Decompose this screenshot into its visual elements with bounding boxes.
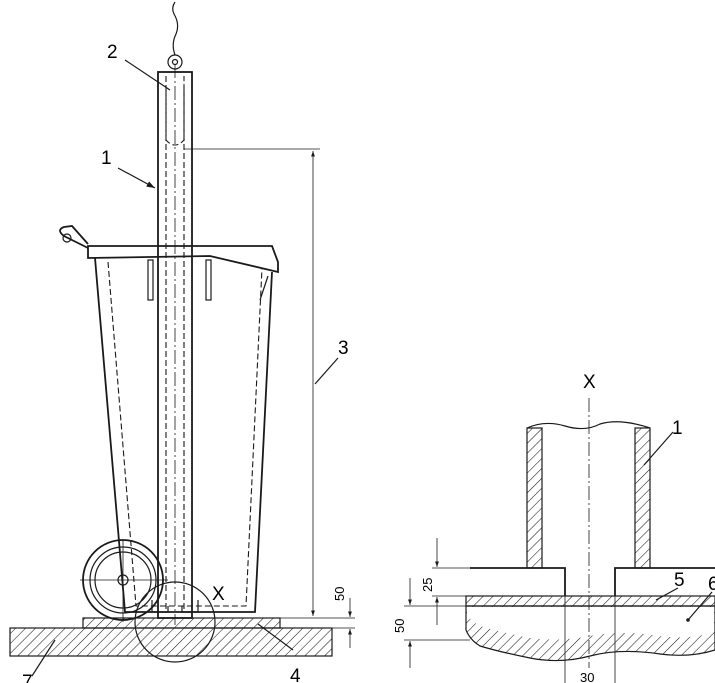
rear-hook bbox=[259, 275, 269, 301]
leader-6 bbox=[687, 591, 713, 621]
label-2: 2 bbox=[107, 42, 118, 63]
tube-foot bbox=[151, 600, 199, 613]
leader-3 bbox=[314, 357, 339, 385]
main-view bbox=[9, 1, 355, 677]
leader-6-dot bbox=[686, 618, 690, 622]
detail-view bbox=[404, 398, 715, 683]
lid-prong-left bbox=[147, 259, 154, 301]
floor-hatched bbox=[9, 627, 333, 657]
lid-handle bbox=[59, 225, 89, 249]
leader-2 bbox=[124, 59, 171, 91]
detail-floor-top bbox=[467, 607, 714, 640]
label-5: 5 bbox=[674, 570, 685, 591]
detail-foot bbox=[470, 567, 715, 596]
label-dim-30: 30 bbox=[580, 670, 594, 683]
label-dim-50-detail: 50 bbox=[392, 619, 407, 633]
leader-7 bbox=[31, 639, 56, 677]
label-4: 4 bbox=[290, 666, 301, 683]
lid-handle-hole bbox=[62, 233, 72, 243]
bin-body-inner bbox=[107, 261, 263, 607]
bin-lid bbox=[87, 245, 279, 274]
detail-break-line bbox=[526, 421, 651, 430]
label-3: 3 bbox=[338, 338, 349, 359]
drop-weight bbox=[165, 76, 185, 146]
label-1: 1 bbox=[101, 148, 112, 169]
detail-plate bbox=[465, 595, 715, 607]
leader-5 bbox=[655, 587, 679, 601]
detail-tube-wall-right bbox=[634, 427, 651, 569]
label-detail-1: 1 bbox=[672, 418, 683, 439]
leader-4 bbox=[257, 623, 294, 651]
leader-detail-1 bbox=[643, 431, 674, 466]
label-x-detail: X bbox=[583, 372, 596, 393]
label-dim-25: 25 bbox=[420, 578, 435, 592]
hanging-ring-inner bbox=[171, 58, 179, 66]
label-dim-50-main: 50 bbox=[332, 587, 347, 601]
detail-circle-x bbox=[134, 581, 216, 663]
detail-tube-wall-left bbox=[526, 427, 543, 569]
label-7: 7 bbox=[22, 672, 33, 683]
label-6: 6 bbox=[708, 574, 715, 595]
hanging-string bbox=[172, 1, 179, 56]
leader-1 bbox=[117, 167, 156, 189]
lid-prong-right bbox=[205, 259, 212, 301]
label-x-main: X bbox=[212, 584, 225, 605]
